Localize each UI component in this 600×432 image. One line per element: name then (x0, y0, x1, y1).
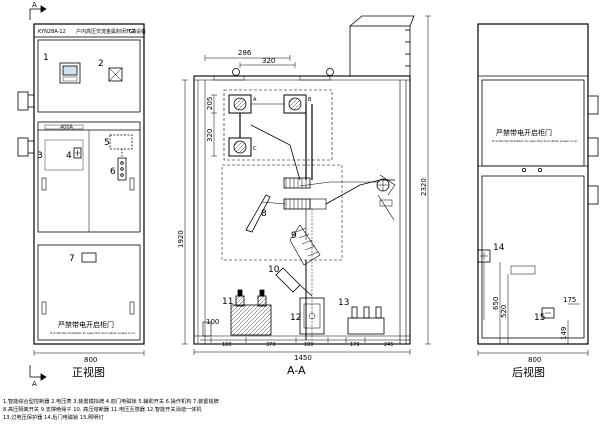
support-insulator (289, 224, 321, 266)
rear-handle-3 (587, 185, 599, 205)
rear-lower-door (481, 175, 585, 339)
isolator-upper (283, 177, 311, 189)
rear-handle-lower (587, 137, 599, 157)
dim-320-top: 320 (262, 57, 275, 65)
dim-205: 205 (206, 97, 214, 110)
lighting-lamp (541, 307, 555, 319)
callout-12: 12 (290, 313, 301, 323)
rear-warning-subtext: It is strictly forbidden to open the doo… (492, 139, 577, 143)
callout-15: 15 (534, 313, 545, 323)
rear-view-title: 后视图 (512, 365, 545, 379)
callout-7: 7 (69, 254, 75, 264)
phase-c: C (253, 146, 257, 152)
cable-door (37, 244, 141, 341)
rear-warning-label: 严禁带电开启柜门 (496, 128, 552, 137)
front-cabinet-no: G3 (129, 29, 136, 35)
surge-protector (347, 317, 385, 335)
dim-100: 100 (206, 318, 219, 326)
section-mark-top: A (32, 1, 37, 9)
lifting-eye-2 (326, 68, 334, 76)
callout-1: 1 (43, 53, 49, 63)
callout-4: 4 (66, 151, 72, 161)
section-mark-bottom: A (32, 380, 37, 388)
section-view (182, 15, 431, 355)
rear-view (477, 23, 599, 356)
earth-switch-arm (245, 194, 271, 233)
relay-door (37, 39, 141, 113)
relay-box (349, 25, 411, 77)
front-warning-label: 严禁带电开启柜门 (58, 320, 114, 329)
callout-14: 14 (493, 243, 505, 253)
front-warning-subtext: It is strictly forbidden to open the doo… (50, 331, 135, 335)
dim-180-a: 180 (222, 342, 232, 348)
callout-11: 11 (222, 297, 233, 307)
smart-harmonic-device (299, 297, 325, 335)
dim-1450: 1450 (294, 354, 312, 362)
callout-8: 8 (261, 209, 267, 219)
front-width-dim: 800 (84, 356, 97, 364)
callout-13: 13 (338, 298, 349, 308)
phase-a: A (253, 97, 257, 103)
legend: 1.智能综合型控制器 2.电压表 3.装置模拟牌 4.前门电磁锁 5.辅助开关 … (3, 398, 303, 422)
dim-175: 175 (563, 296, 576, 304)
smart-controller (59, 62, 81, 84)
front-title: 户内高压交流金属封闭开关设备 (76, 28, 146, 35)
dim-286: 286 (238, 49, 252, 57)
legend-line-3: 13.过电压保护器 14.后门电磁锁 15.照明灯 (3, 415, 104, 421)
voltmeter (108, 67, 123, 82)
section-view-title: A-A (287, 364, 306, 377)
side-handle-upper (17, 91, 29, 111)
device-nameplate (81, 252, 97, 263)
callout-5: 5 (104, 138, 110, 148)
busbar-chamber (223, 89, 333, 161)
callout-9: 9 (291, 231, 297, 241)
dim-520: 520 (500, 305, 508, 318)
dim-245: 245 (384, 342, 394, 348)
callout-3: 3 (37, 151, 43, 161)
front-meter-label: 400A (60, 125, 74, 131)
front-view: A A (17, 1, 145, 388)
dim-149: 149 (560, 327, 568, 340)
front-nameplate-bar (33, 23, 145, 38)
dim-650: 650 (492, 297, 500, 310)
rear-cabinet-outline (477, 23, 589, 345)
mimic-panel (44, 139, 84, 171)
dim-170: 170 (350, 342, 360, 348)
lifting-eye-1 (232, 68, 240, 76)
dim-180-b: 180 (304, 342, 314, 348)
dim-320-left: 320 (206, 129, 214, 142)
aux-switch (109, 134, 133, 150)
side-handle-lower (17, 137, 29, 157)
rear-width-dim: 800 (528, 356, 541, 364)
front-view-title: 正视图 (72, 365, 105, 379)
legend-line-2: 8.高压隔离开关 9.支撑绝缘子 10. 高压熔断器 11.电压互感器 12.智… (3, 407, 202, 413)
rear-upper-door (481, 79, 585, 167)
voltage-transformer (230, 304, 272, 336)
callout-6: 6 (110, 167, 116, 177)
callout-10: 10 (268, 265, 280, 275)
dim-1920: 1920 (177, 230, 185, 248)
dim-370: 370 (266, 342, 276, 348)
phase-b: B (308, 97, 312, 103)
hv-fuse (275, 267, 301, 293)
legend-line-1: 1.智能综合型控制器 2.电压表 3.装置模拟牌 4.前门电磁锁 5.辅助开关 … (3, 399, 219, 405)
front-door-lock (73, 147, 82, 159)
callout-2: 2 (98, 59, 104, 69)
rear-handle-upper (587, 95, 599, 115)
dim-2320: 2320 (420, 178, 428, 196)
operating-mechanism (117, 157, 127, 181)
switch-compartment (221, 164, 343, 261)
front-model: KYN28A-12 (38, 29, 66, 35)
